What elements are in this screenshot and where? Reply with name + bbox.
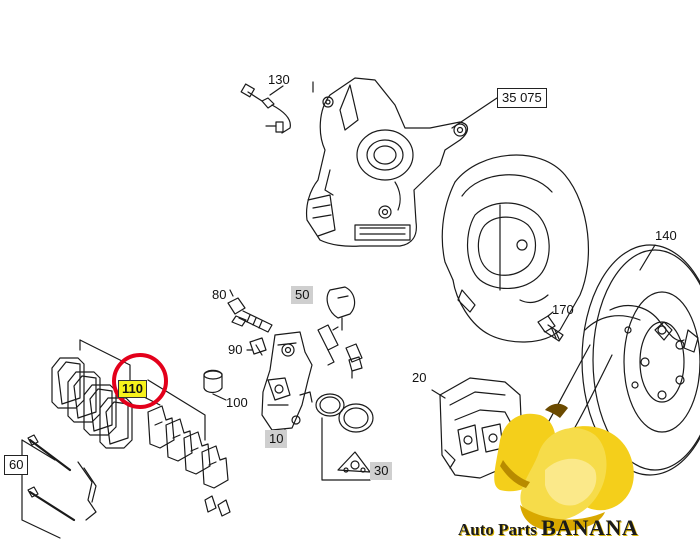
banana-logo [494,403,634,532]
callout-130[interactable]: 130 [268,72,290,87]
dust-shield-part[interactable] [441,154,589,343]
bolt-170-part[interactable] [537,311,564,342]
callout-10[interactable]: 10 [265,430,288,448]
guide-pin-set-50-part[interactable] [317,286,363,379]
link-rod-part[interactable] [519,305,699,481]
pad-group-bracket [79,339,206,441]
callout-leader-35075 [451,97,498,129]
retaining-pin-set-60-part[interactable] [21,434,97,539]
callout-100[interactable]: 100 [226,395,248,410]
callout-90[interactable]: 90 [228,342,243,357]
bleed-screw-90-part[interactable] [246,337,267,356]
caliper-housing-10-part[interactable] [261,331,313,433]
callout-60[interactable]: 60 [4,455,29,475]
callout-140[interactable]: 140 [655,228,677,243]
brake-pad-set-110-part[interactable] [51,357,231,517]
callout-170[interactable]: 170 [552,302,574,317]
brand-text-auto-parts: Auto Parts [458,520,542,539]
highlight-ring-marker [112,353,168,409]
callout-50[interactable]: 50 [291,286,314,304]
callout-80[interactable]: 80 [212,287,227,302]
callout-20[interactable]: 20 [412,370,427,385]
guide-bolt-80-part[interactable] [227,289,273,333]
wear-sensor-part[interactable] [240,83,291,134]
brand-wordmark: Auto Parts BANANA [458,515,638,541]
callout-110-highlighted[interactable]: 110 [118,380,147,398]
callout-30[interactable]: 30 [370,462,393,480]
steering-knuckle-part[interactable] [305,77,469,247]
piston-seal-set-30-part[interactable] [315,393,374,481]
dust-cap-100-part[interactable] [203,369,227,401]
callout-35075[interactable]: 35 075 [497,88,547,108]
brand-text-banana: BANANA [541,515,639,540]
